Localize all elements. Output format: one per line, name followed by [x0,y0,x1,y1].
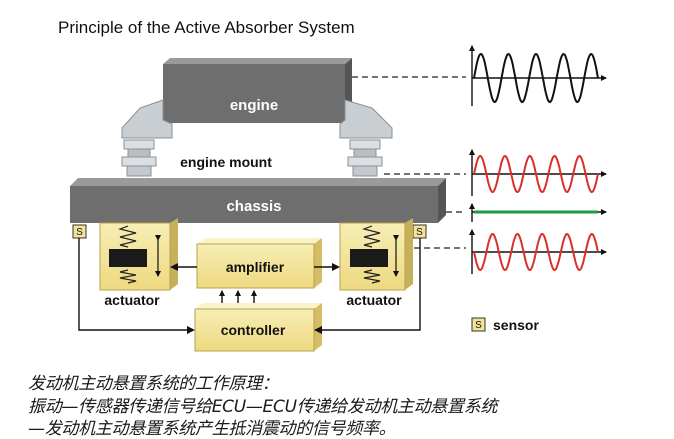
engine-block: engine [163,58,352,123]
engine-mount-label: engine mount [180,154,272,170]
chassis-label: chassis [226,198,281,215]
amplifier-label: amplifier [226,259,285,275]
actuator-right [339,218,413,291]
amplifier-box: amplifier [196,238,322,289]
engine-bracket-left [121,99,173,139]
engine-label: engine [230,97,278,114]
controller-box: controller [194,303,322,352]
sensor-legend-label: sensor [493,317,539,333]
sensor-legend: S sensor [471,317,539,333]
actuator-right-label: actuator [346,292,402,308]
mount-vibration-wave [473,154,599,194]
controller-label: controller [221,322,286,338]
chassis-block: chassis [70,178,446,223]
engine-bracket-right [339,99,393,139]
sensor-left-marker: S [76,227,83,238]
caption-line-2: 振动—传感器传递信号给ECU—ECU传递给发动机主动悬置系统 [28,397,498,417]
caption-line-3: —发动机主动悬置系统产生抵消震动的信号频率。 [28,419,396,439]
engine-vibration-wave [473,52,599,104]
diagram-title: Principle of the Active Absorber System [58,18,355,37]
dashed-connectors [352,76,466,249]
actuator-counter-wave [473,232,599,272]
caption-line-1: 发动机主动悬置系统的工作原理： [28,374,279,394]
signal-arrows [78,238,421,334]
actuator-left [99,218,178,291]
sensor-legend-marker: S [475,320,482,331]
actuator-left-label: actuator [104,292,160,308]
sensor-right: S [412,224,427,239]
sensor-left: S [72,224,87,239]
engine-mount-right [347,139,383,177]
sensor-right-marker: S [416,227,423,238]
engine-mount-left [121,139,157,177]
